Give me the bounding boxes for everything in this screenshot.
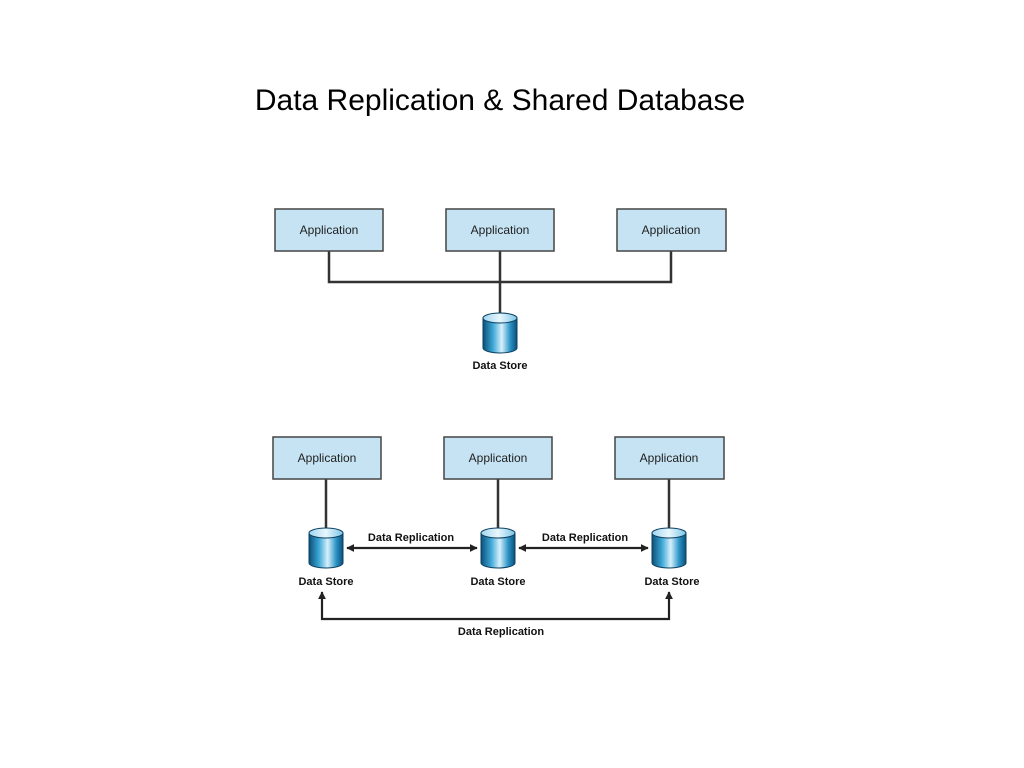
application-box: Application xyxy=(616,208,727,252)
svg-text:Application: Application xyxy=(298,451,357,465)
database-cylinder-icon xyxy=(480,527,516,569)
data-store-label: Data Store xyxy=(472,360,527,372)
database-cylinder-icon xyxy=(308,527,344,569)
replication-arrow xyxy=(318,591,673,621)
replication-label: Data Replication xyxy=(458,626,544,638)
data-store-label: Data Store xyxy=(470,576,525,588)
page-title: Data Replication & Shared Database xyxy=(254,84,746,117)
data-replication-diagram: Application Application Application Data xyxy=(272,436,725,638)
data-store-label: Data Store xyxy=(644,576,699,588)
replication-label: Data Replication xyxy=(368,532,454,544)
application-box: Application xyxy=(614,436,725,480)
svg-text:Application: Application xyxy=(469,451,528,465)
application-box: Application xyxy=(443,436,553,480)
database-cylinder-icon xyxy=(651,527,687,569)
svg-text:Application: Application xyxy=(300,223,359,237)
data-store-label: Data Store xyxy=(298,576,353,588)
database-cylinder-icon xyxy=(482,312,518,354)
application-box: Application xyxy=(445,208,555,252)
application-box: Application xyxy=(272,436,382,480)
replication-label: Data Replication xyxy=(542,532,628,544)
application-box: Application xyxy=(274,208,384,252)
svg-text:Application: Application xyxy=(471,223,530,237)
svg-text:Application: Application xyxy=(642,223,701,237)
shared-database-diagram: Application Application Application Data… xyxy=(274,208,727,372)
svg-text:Application: Application xyxy=(640,451,699,465)
